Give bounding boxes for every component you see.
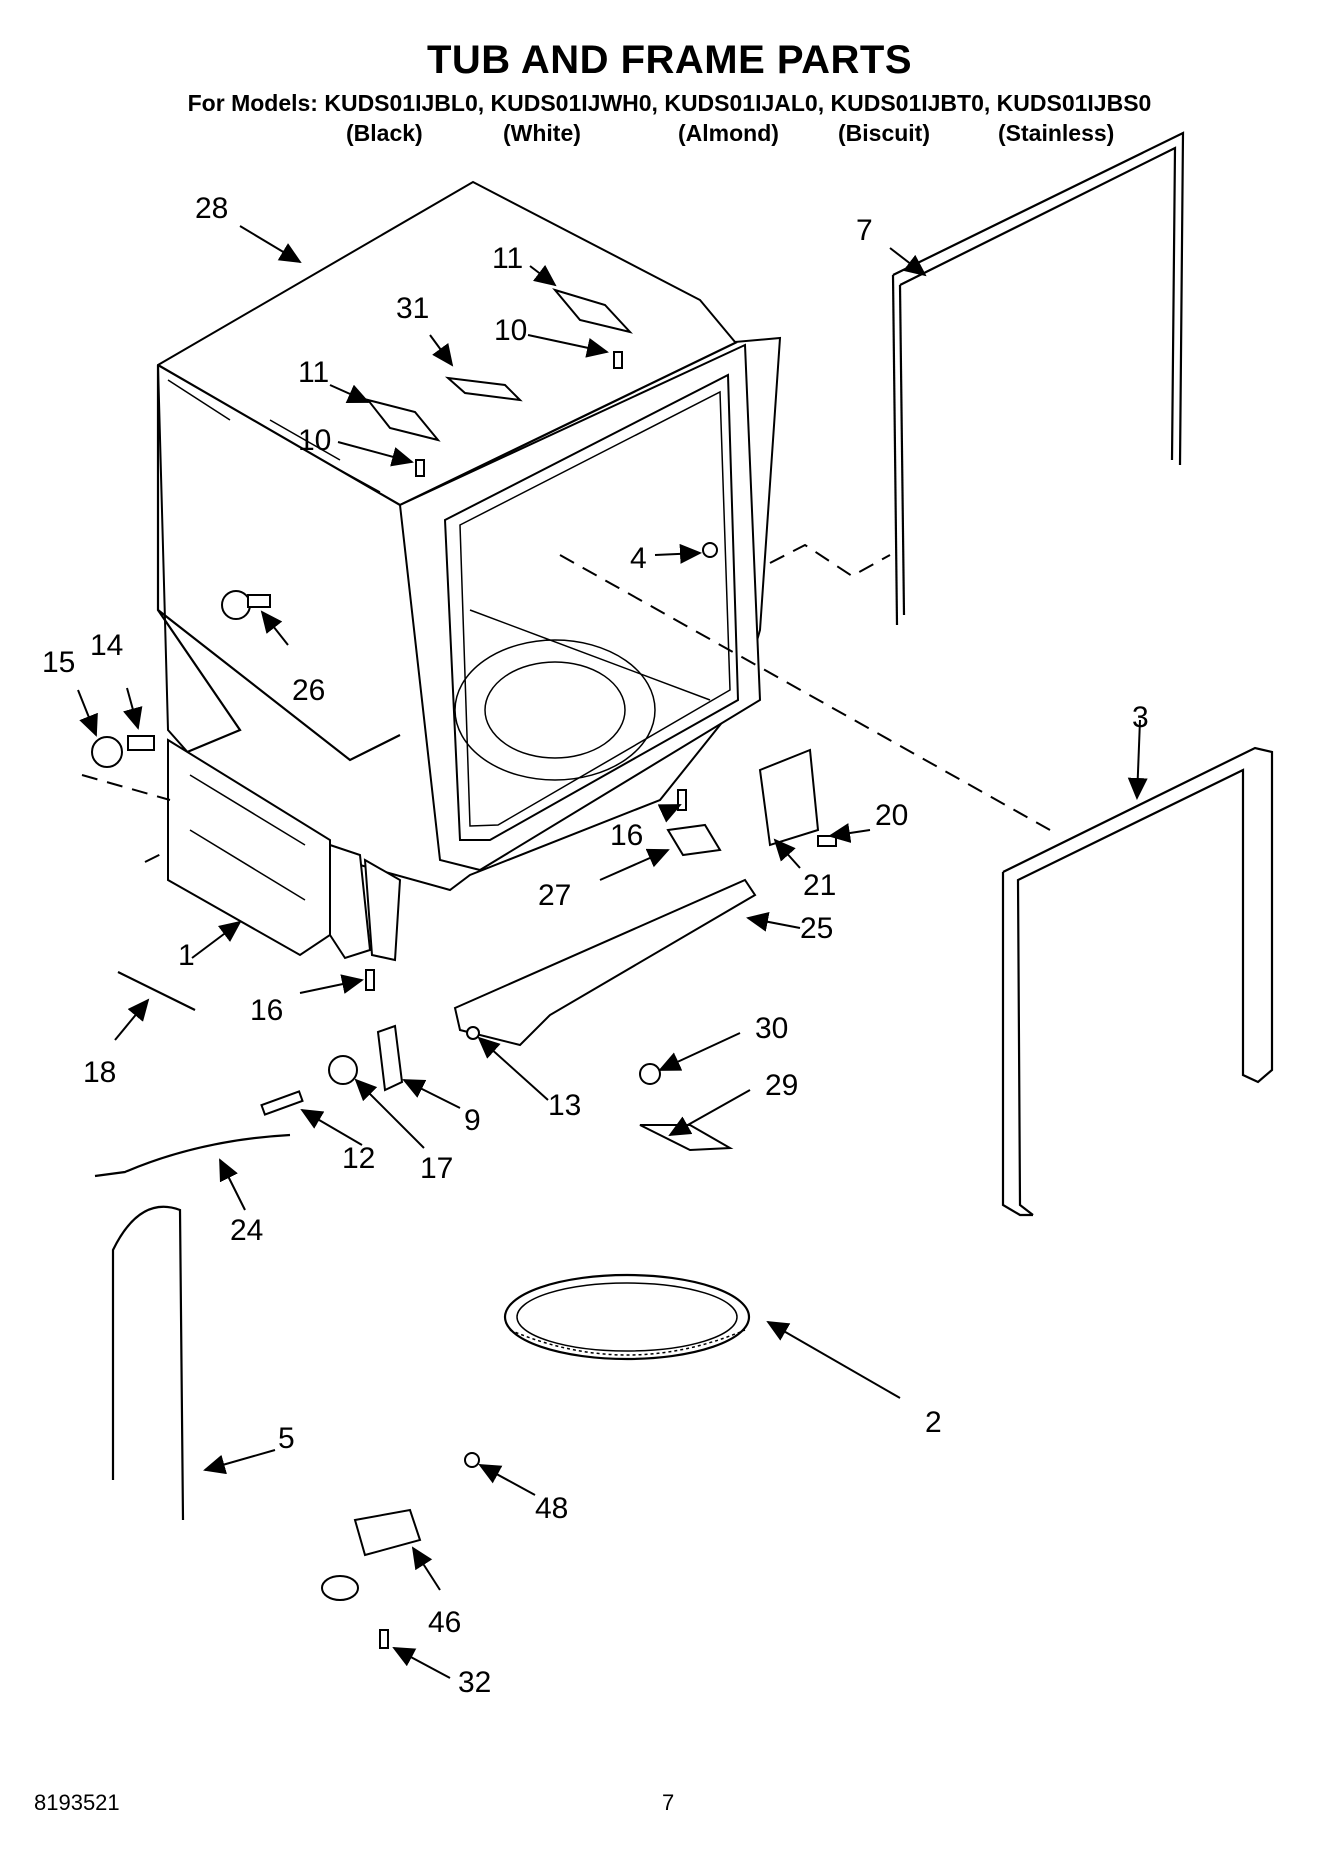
callout-16-right: 16	[610, 819, 643, 852]
callout-30: 30	[755, 1012, 788, 1045]
callout-2: 2	[925, 1406, 942, 1439]
callout-10-left: 10	[298, 424, 331, 457]
color-black: (Black)	[346, 120, 423, 146]
callout-31: 31	[396, 292, 429, 325]
page-number: 7	[662, 1790, 675, 1815]
callout-28: 28	[195, 192, 228, 225]
callout-26: 26	[292, 674, 325, 707]
callout-27: 27	[538, 879, 571, 912]
color-stainless: (Stainless)	[998, 120, 1115, 146]
callout-4: 4	[630, 542, 647, 575]
callout-21: 21	[803, 869, 836, 902]
callout-16-left: 16	[250, 994, 283, 1027]
callout-13: 13	[548, 1089, 581, 1122]
callout-14: 14	[90, 629, 123, 662]
callout-5: 5	[278, 1422, 295, 1455]
callout-32: 32	[458, 1666, 491, 1699]
callout-20: 20	[875, 799, 908, 832]
callout-11-top: 11	[492, 242, 523, 275]
callout-11-left: 11	[298, 356, 329, 389]
callout-24: 24	[230, 1214, 263, 1247]
door-gasket-part-7	[891, 131, 1185, 626]
tub-gasket-part-3	[1001, 746, 1274, 1217]
callout-7: 7	[856, 214, 873, 247]
page-title: TUB AND FRAME PARTS	[426, 38, 913, 82]
callout-1: 1	[178, 939, 195, 972]
callout-25: 25	[800, 912, 833, 945]
callout-9: 9	[464, 1104, 481, 1137]
callout-17: 17	[420, 1152, 453, 1185]
callout-15: 15	[42, 646, 75, 679]
color-almond: (Almond)	[678, 120, 779, 146]
tub-assembly	[156, 180, 782, 962]
leader-arrows	[77, 225, 1148, 1679]
callout-29: 29	[765, 1069, 798, 1102]
alignment-lines	[81, 543, 1051, 863]
callout-18: 18	[83, 1056, 116, 1089]
callout-12: 12	[342, 1142, 375, 1175]
callout-48: 48	[535, 1492, 568, 1525]
color-biscuit: (Biscuit)	[838, 120, 930, 146]
document-number: 8193521	[34, 1790, 120, 1815]
callout-10-top: 10	[494, 314, 527, 347]
callout-46: 46	[428, 1606, 461, 1639]
sump-gasket-part-2	[503, 1273, 751, 1361]
models-line: For Models: KUDS01IJBL0, KUDS01IJWH0, KU…	[187, 90, 1152, 116]
callout-3: 3	[1132, 701, 1149, 734]
callout-labels: 28 7 11 31 10 11 10 4 26 15 14 3 20 16 2…	[42, 192, 1149, 1699]
color-white: (White)	[503, 120, 581, 146]
